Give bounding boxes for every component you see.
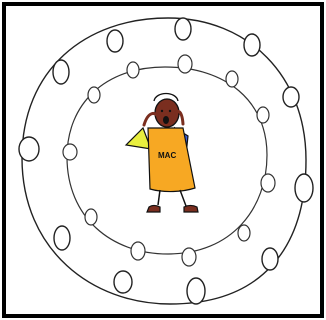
inner-node xyxy=(182,248,196,266)
inner-node xyxy=(131,242,145,260)
right-eye xyxy=(169,110,171,112)
outer-node xyxy=(244,34,260,56)
left-leg xyxy=(158,190,160,205)
outer-node xyxy=(53,60,69,84)
shirt-text: MAC xyxy=(158,151,176,160)
left-eye xyxy=(161,110,163,112)
center-character: MAC xyxy=(126,94,198,213)
inner-node xyxy=(85,209,97,225)
inner-node xyxy=(238,225,250,241)
outer-node xyxy=(175,18,191,40)
outer-node xyxy=(54,226,70,250)
left-accent xyxy=(126,128,151,149)
outer-node xyxy=(19,137,39,161)
inner-node xyxy=(127,62,139,78)
inner-node xyxy=(88,87,100,103)
outer-node xyxy=(283,87,299,107)
outer-node xyxy=(295,174,313,202)
right-leg xyxy=(180,190,186,206)
outer-node xyxy=(187,278,205,304)
inner-node xyxy=(178,55,192,73)
right-foot xyxy=(184,206,198,213)
inner-node xyxy=(257,107,269,123)
mouth xyxy=(163,116,169,124)
outer-node xyxy=(262,248,278,270)
inner-node xyxy=(261,174,275,192)
left-foot xyxy=(147,206,160,213)
inner-node xyxy=(63,144,77,160)
outer-node xyxy=(114,271,132,293)
inner-node xyxy=(226,71,238,87)
outer-node xyxy=(107,30,123,52)
